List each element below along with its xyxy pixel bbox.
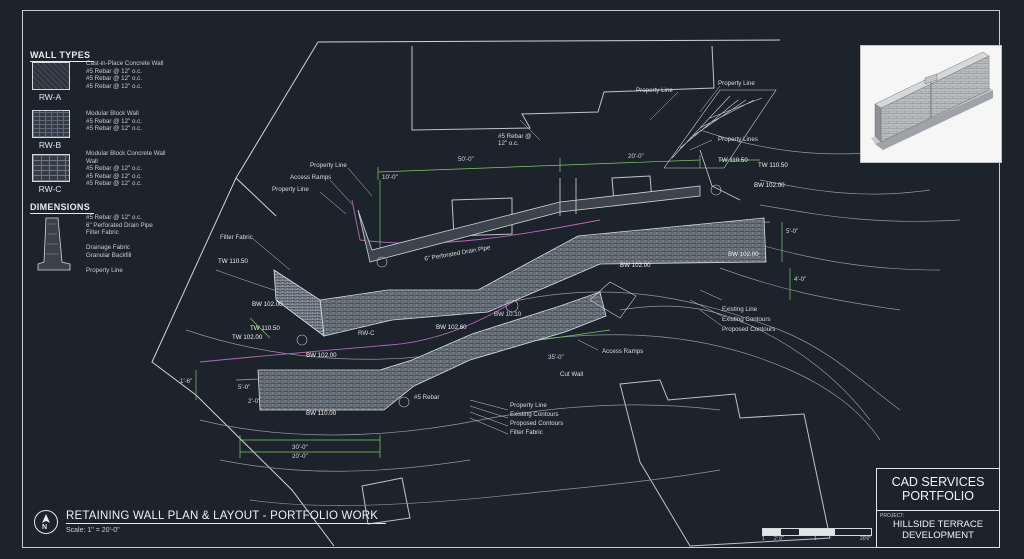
company-name: CAD SERVICES PORTFOLIO — [877, 469, 999, 511]
plan-title-underline — [66, 523, 386, 524]
label-property-line-mid: Property Line — [310, 162, 347, 169]
site-symbols — [296, 184, 722, 408]
elev-bw-102-00-mid: BW 102.00 — [620, 262, 651, 269]
label-filter-fabric-bottom: Filter Fabric — [510, 429, 543, 436]
scale-bar — [762, 528, 872, 536]
label-rebar-small: #5 Rebar — [414, 394, 440, 401]
label-property-line-right: Property Line — [718, 80, 755, 87]
dim-top-50: 50'-0" — [458, 156, 474, 163]
scale-label-3: 1 — [814, 536, 817, 542]
label-filter-fabric-left: Filter Fabric — [220, 234, 253, 241]
elev-bw-102-00-bottom: BW 102.00 — [306, 352, 337, 359]
dim-bottom-20: 20'-0" — [292, 453, 308, 460]
north-arrow-icon: N — [34, 510, 58, 534]
label-property-lines: Property Lines — [718, 136, 758, 143]
elev-bw-102-00-top: BW 102.00 — [754, 182, 785, 189]
label-property-line-bottom: Property Line — [510, 402, 547, 409]
dim-small-2: 2'-0" — [248, 398, 261, 405]
elev-bw-102-60: BW 102.60 — [436, 324, 467, 331]
rw-c-swatch — [32, 154, 70, 182]
rw-b-swatch — [32, 110, 70, 138]
north-label: N — [42, 524, 48, 531]
dimension-notes: #5 Rebar @ 12" o.c. 6" Perforated Drain … — [86, 214, 153, 275]
elev-tw-110-50-top: TW 110.50 — [718, 157, 748, 164]
property-boundary — [151, 39, 781, 547]
rw-b-notes: Modular Block Wall #5 Rebar @ 12" o.c. #… — [86, 110, 142, 133]
dim-left-10: 10'-0" — [382, 174, 398, 181]
elev-tw-110-50-low: TW 110.50 — [250, 325, 280, 332]
elev-tw-102-00: TW 102.00 — [232, 334, 263, 341]
wall-3d-thumbnail — [860, 45, 1002, 163]
rw-a-notes: Cast-in-Place Concrete Wall #5 Rebar @ 1… — [86, 60, 164, 90]
label-access-ramps-top: Access Ramps — [290, 174, 332, 181]
access-ramp — [589, 89, 777, 319]
existing-contours — [185, 129, 961, 506]
label-property-line-top: Property Line — [636, 87, 673, 94]
dim-bottom-30: 30'-0" — [292, 444, 308, 451]
sheet-border — [22, 10, 1000, 548]
dim-top-20: 20'-0" — [628, 153, 644, 160]
wall-section-icon — [37, 217, 71, 271]
label-property-line-left: Property Line — [272, 186, 309, 193]
label-existing-contours-right: Existing Contours — [722, 316, 771, 323]
scale-label-1: 1 — [762, 536, 765, 542]
middle-block-wall — [273, 217, 767, 337]
label-existing-line: Existing Line — [722, 306, 758, 313]
title-block: CAD SERVICES PORTFOLIO PROJECT: HILLSIDE… — [876, 468, 1000, 548]
label-access-ramps-bottom: Access Ramps — [602, 348, 644, 355]
rw-a-swatch — [32, 62, 70, 90]
project-name: HILLSIDE TERRACE DEVELOPMENT — [892, 519, 984, 541]
elev-bw-102-00-left: BW 102.00 — [252, 301, 283, 308]
rw-a-label: RW-A — [38, 92, 62, 102]
plan-scale: Scale: 1" = 20'-0" — [66, 527, 120, 534]
label-existing-contours-bottom: Existing Contours — [510, 411, 559, 418]
elev-tw-110-50-right: TW 110.50 — [758, 162, 788, 169]
dim-left-5: 5'-0" — [238, 384, 251, 391]
wall-types-heading: WALL TYPES — [30, 50, 95, 62]
dim-right-4: 4'-0" — [794, 276, 807, 283]
leader-lines — [251, 85, 723, 435]
wall-types-legend: WALL TYPES RW-A Cast-in-Place Concrete W… — [26, 46, 226, 286]
label-bw-mid-note: BW 10.10 — [494, 311, 522, 318]
scale-label-2: 2' 0" — [774, 536, 784, 542]
label-rw-c-tag: RW-C — [358, 330, 375, 337]
project-label: PROJECT: — [880, 513, 905, 519]
plan-title: RETAINING WALL PLAN & LAYOUT - PORTFOLIO… — [66, 510, 379, 522]
label-proposed-contours-bottom: Proposed Contours — [510, 420, 564, 427]
label-rebar: #5 Rebar @ 12" o.c. — [498, 133, 532, 147]
dimension-lines — [195, 155, 791, 458]
dim-right-5: 5'-0" — [786, 228, 799, 235]
elev-tw-110-50-left: TW 110.50 — [218, 258, 248, 265]
elev-bw-110-00: BW 110.00 — [306, 410, 337, 417]
upper-wall — [357, 149, 741, 263]
rw-b-label: RW-B — [38, 140, 62, 150]
lower-block-wall — [257, 291, 607, 411]
label-cut-wall: Cut Wall — [560, 371, 584, 378]
rw-c-notes: Modular Block Concrete Wall Wall #5 Reba… — [86, 150, 166, 188]
label-proposed-contours-right: Proposed Contours — [722, 326, 776, 333]
elev-bw-102-00-right: BW 102.00 — [728, 251, 759, 258]
rw-c-label: RW-C — [38, 184, 62, 194]
dim-left-1: 1'-6" — [180, 378, 193, 385]
dimensions-heading: DIMENSIONS — [30, 202, 95, 214]
dim-mid-35: 35'-0" — [548, 354, 564, 361]
scale-label-4: 20'0" — [860, 536, 872, 542]
wall-3d-illustration — [871, 51, 993, 150]
